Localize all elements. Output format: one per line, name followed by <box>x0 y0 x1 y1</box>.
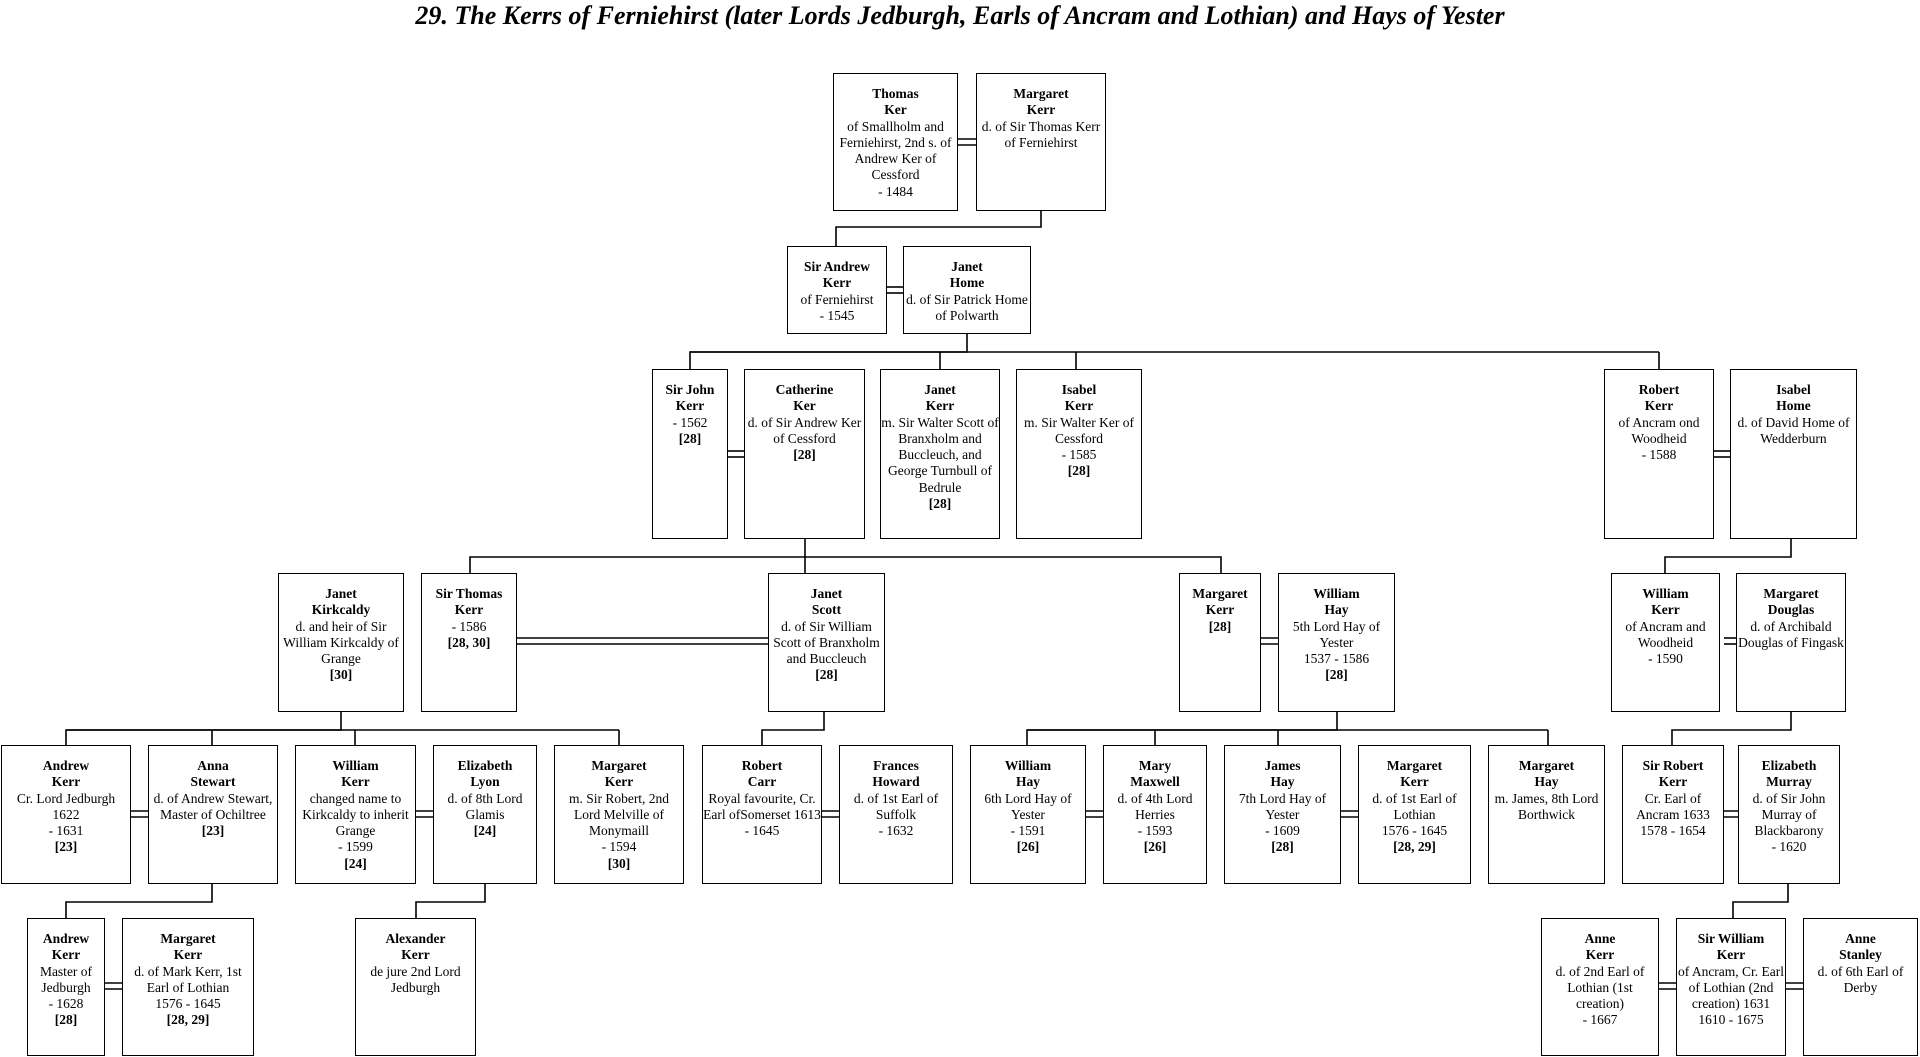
person-card: Anne Stanley d. of 6th Earl of Derby <box>1803 918 1918 1056</box>
person-card: Andrew Kerr Master of Jedburgh - 1628 [2… <box>27 918 105 1056</box>
person-card: William Kerr of Ancram and Woodheid - 15… <box>1611 573 1720 712</box>
person-card: Alexander Kerr de jure 2nd Lord Jedburgh <box>355 918 476 1056</box>
person-card: Sir Thomas Kerr - 1586 [28, 30] <box>421 573 517 712</box>
person-card: Janet Home d. of Sir Patrick Home of Pol… <box>903 246 1031 334</box>
person-card: Janet Kirkcaldy d. and heir of Sir Willi… <box>278 573 404 712</box>
person-card: Anna Stewart d. of Andrew Stewart, Maste… <box>148 745 278 884</box>
person-card: Margaret Kerr d. of Sir Thomas Kerr of F… <box>976 73 1106 211</box>
person-card: Isabel Home d. of David Home of Wedderbu… <box>1730 369 1857 539</box>
person-card: William Hay 6th Lord Hay of Yester - 159… <box>970 745 1086 884</box>
person-card: Robert Carr Royal favourite, Cr. Earl of… <box>702 745 822 884</box>
person-card: Janet Scott d. of Sir William Scott of B… <box>768 573 885 712</box>
person-card: William Kerr changed name to Kirkcaldy t… <box>295 745 416 884</box>
person-card: Isabel Kerr m. Sir Walter Ker of Cessfor… <box>1016 369 1142 539</box>
person-card: William Hay 5th Lord Hay of Yester 1537 … <box>1278 573 1395 712</box>
person-card: Catherine Ker d. of Sir Andrew Ker of Ce… <box>744 369 865 539</box>
person-card: Sir John Kerr - 1562 [28] <box>652 369 728 539</box>
person-card: Margaret Douglas d. of Archibald Douglas… <box>1736 573 1846 712</box>
person-card: Robert Kerr of Ancram ond Woodheid - 158… <box>1604 369 1714 539</box>
person-card: Andrew Kerr Cr. Lord Jedburgh 1622 - 163… <box>1 745 131 884</box>
person-card: Anne Kerr d. of 2nd Earl of Lothian (1st… <box>1541 918 1659 1056</box>
person-card: James Hay 7th Lord Hay of Yester - 1609 … <box>1224 745 1341 884</box>
person-card: Thomas Ker of Smallholm and Ferniehirst,… <box>833 73 958 211</box>
chart-title: 29. The Kerrs of Ferniehirst (later Lord… <box>415 1 1505 30</box>
person-card: Margaret Hay m. James, 8th Lord Borthwic… <box>1488 745 1605 884</box>
person-card: Elizabeth Lyon d. of 8th Lord Glamis [24… <box>433 745 537 884</box>
person-card: Margaret Kerr d. of 1st Earl of Lothian … <box>1358 745 1471 884</box>
person-card: Sir Robert Kerr Cr. Earl of Ancram 1633 … <box>1622 745 1724 884</box>
person-card: Janet Kerr m. Sir Walter Scott of Branxh… <box>880 369 1000 539</box>
person-card: Elizabeth Murray d. of Sir John Murray o… <box>1738 745 1840 884</box>
descent-lines <box>65 211 1792 918</box>
person-card: Mary Maxwell d. of 4th Lord Herries - 15… <box>1103 745 1207 884</box>
person-card: Margaret Kerr [28] <box>1179 573 1261 712</box>
person-card: Margaret Kerr m. Sir Robert, 2nd Lord Me… <box>554 745 684 884</box>
person-card: Sir Andrew Kerr of Ferniehirst - 1545 <box>787 246 887 334</box>
person-card: Sir William Kerr of Ancram, Cr. Earl of … <box>1676 918 1786 1056</box>
person-card: Margaret Kerr d. of Mark Kerr, 1st Earl … <box>122 918 254 1056</box>
marriage-lines <box>105 138 1803 990</box>
person-card: Frances Howard d. of 1st Earl of Suffolk… <box>839 745 953 884</box>
